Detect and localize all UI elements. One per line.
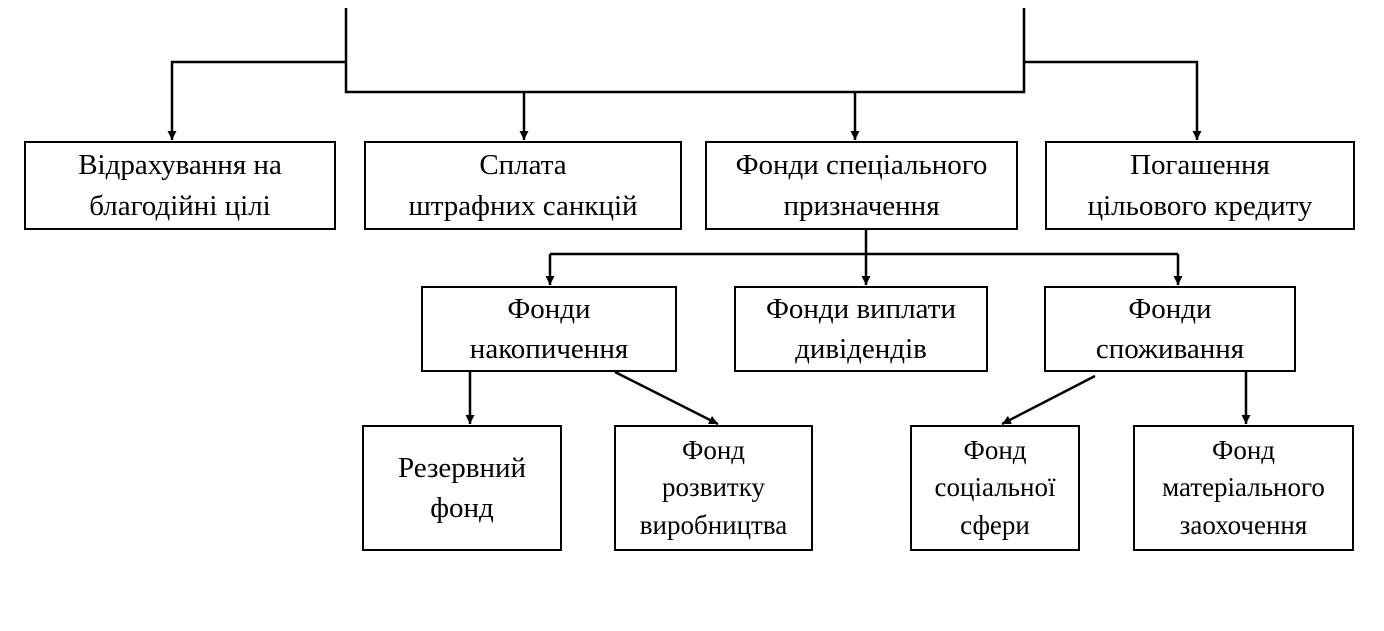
box-special-funds: Фонди спеціального призначення <box>705 141 1018 230</box>
box-charity: Відрахування на благодійні цілі <box>24 141 336 230</box>
box-social-line-1: Фонд <box>963 435 1027 466</box>
box-incentive-line-1: Фонд <box>1211 435 1276 466</box>
box-consumption: Фонди споживання <box>1044 286 1296 372</box>
box-dividends-line-1: Фонди виплати <box>766 292 956 325</box>
box-special-funds-line-1: Фонди спеціального <box>735 149 988 182</box>
box-development-line-2: розвитку <box>662 472 765 503</box>
box-charity-line-1: Відрахування на <box>78 149 282 182</box>
box-loan-line-1: Погашення <box>1130 149 1270 182</box>
box-fines-line-1: Сплата <box>479 149 567 182</box>
box-accumulation-line-2: накопичення <box>469 333 629 365</box>
box-reserve-line-2: фонд <box>430 492 494 524</box>
box-incentive: Фонд матеріального заохочення <box>1133 425 1354 551</box>
box-development: Фонд розвитку виробництва <box>614 425 813 551</box>
box-incentive-line-2: матеріального <box>1162 472 1325 503</box>
box-fines: Сплата штрафних санкцій <box>364 141 682 230</box>
box-special-funds-line-2: призначення <box>783 189 940 222</box>
box-reserve-line-1: Резервний <box>397 451 527 484</box>
box-loan-line-2: цільового кредиту <box>1087 189 1313 222</box>
box-social-line-2: соціальної <box>934 472 1056 503</box>
box-consumption-line-2: споживання <box>1095 333 1245 365</box>
box-development-line-3: виробництва <box>639 509 788 540</box>
top-bracket-line <box>344 8 1026 94</box>
box-accumulation: Фонди накопичення <box>421 286 677 372</box>
connector-to-social <box>1001 374 1096 426</box>
box-social: Фонд соціальної сфери <box>910 425 1080 551</box>
box-reserve: Резервний фонд <box>362 425 562 551</box>
box-loan: Погашення цільового кредиту <box>1045 141 1355 230</box>
connector-to-loan <box>1024 60 1202 140</box>
box-social-line-3: сфери <box>960 509 1030 540</box>
box-dividends: Фонди виплати дивідендів <box>734 286 988 372</box>
box-incentive-line-3: заохочення <box>1179 509 1308 540</box>
box-consumption-line-1: Фонди <box>1128 292 1212 325</box>
box-dividends-line-2: дивідендів <box>795 333 927 365</box>
box-development-line-1: Фонд <box>681 435 746 466</box>
connector-to-development <box>614 370 719 426</box>
box-accumulation-line-1: Фонди <box>507 292 591 325</box>
box-charity-line-2: благодійні цілі <box>89 189 271 222</box>
connector-to-charity <box>167 60 346 140</box>
box-fines-line-2: штрафних санкцій <box>408 189 638 222</box>
